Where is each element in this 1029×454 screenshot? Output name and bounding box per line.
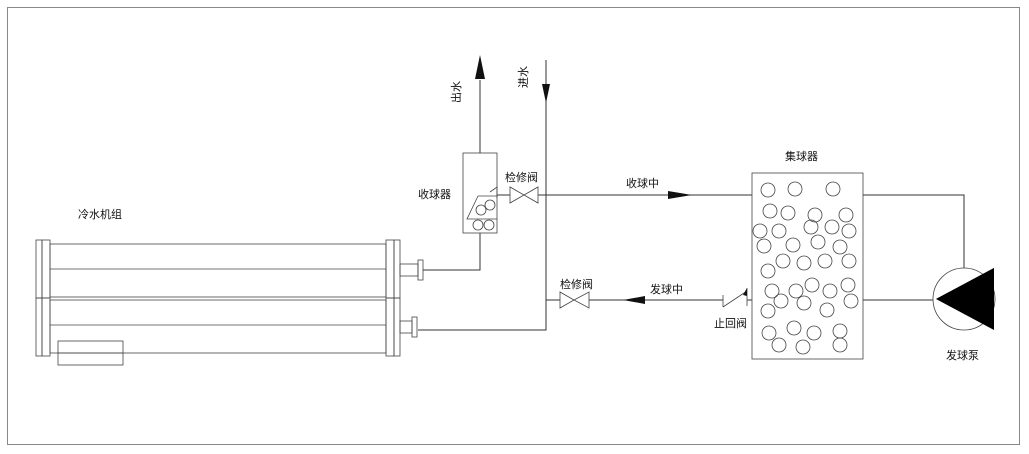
collecting-flow-arrow-icon	[668, 191, 692, 199]
cleaning-ball	[817, 253, 833, 269]
collecting-flow-label: 收球中	[626, 176, 659, 190]
cleaning-ball	[832, 323, 848, 339]
ball-collector-vessel	[751, 172, 864, 360]
water-in-arrow-icon	[542, 84, 550, 103]
cleaning-ball	[810, 234, 826, 250]
launch-pump-icon[interactable]	[932, 267, 996, 331]
cleaning-ball	[761, 325, 777, 341]
cleaning-ball	[843, 293, 859, 309]
cleaning-ball	[806, 325, 822, 341]
cleaning-ball	[773, 293, 789, 309]
service-valve-top-icon[interactable]	[509, 186, 539, 204]
cleaning-ball	[824, 219, 840, 235]
cleaning-ball	[771, 337, 787, 353]
small-collector-label: 收球器	[418, 187, 451, 201]
cleaning-ball	[788, 283, 804, 299]
cleaning-ball	[786, 320, 802, 336]
drawing-frame	[7, 7, 1020, 445]
cleaning-ball	[825, 181, 841, 197]
cleaning-ball	[760, 182, 776, 198]
cleaning-ball	[840, 277, 856, 293]
pipe-collector-to-pump	[863, 194, 965, 268]
cleaning-ball	[760, 263, 776, 279]
cleaning-ball	[795, 339, 811, 355]
check-valve-icon[interactable]	[722, 288, 748, 308]
ball-collector-label: 集球器	[785, 149, 818, 163]
water-in-label: 进水	[517, 66, 530, 88]
cleaning-ball	[819, 302, 835, 318]
small-ball-collector	[462, 152, 498, 234]
cleaning-ball	[752, 223, 768, 239]
launch-pump-label: 发球泵	[946, 348, 979, 362]
cleaning-ball	[785, 237, 801, 253]
cleaning-ball	[762, 203, 778, 219]
cleaning-ball	[807, 207, 823, 223]
ball-collector-balls	[752, 181, 859, 355]
service-valve-top-label: 检修阀	[505, 170, 538, 184]
pipe-junction-to-chiller	[418, 300, 547, 331]
cleaning-ball	[822, 283, 838, 299]
cleaning-ball	[803, 219, 819, 235]
cleaning-ball	[760, 303, 776, 319]
service-valve-bottom-label: 检修阀	[560, 277, 593, 291]
cleaning-ball	[771, 223, 787, 239]
cleaning-ball	[780, 205, 796, 221]
cleaning-ball	[796, 295, 812, 311]
water-out-label: 出水	[449, 81, 463, 103]
cleaning-ball	[787, 181, 803, 197]
cleaning-ball	[775, 253, 791, 269]
cleaning-ball	[832, 337, 848, 353]
cleaning-ball	[841, 253, 857, 269]
cleaning-ball	[841, 223, 857, 239]
cleaning-ball	[832, 239, 848, 255]
chiller-unit	[35, 239, 424, 366]
check-valve-label: 止回阀	[714, 316, 747, 330]
pipe-chiller-to-collector	[423, 233, 481, 271]
water-out-arrow-icon	[475, 55, 485, 79]
launching-flow-label: 发球中	[650, 282, 683, 296]
cleaning-ball	[756, 238, 772, 254]
service-valve-bottom-icon[interactable]	[559, 291, 590, 309]
cleaning-ball	[804, 277, 820, 293]
cleaning-ball	[796, 255, 812, 271]
launching-flow-arrow-icon	[623, 296, 645, 304]
cleaning-ball	[838, 207, 854, 223]
cleaning-ball	[764, 283, 780, 299]
chiller-label: 冷水机组	[78, 207, 122, 221]
